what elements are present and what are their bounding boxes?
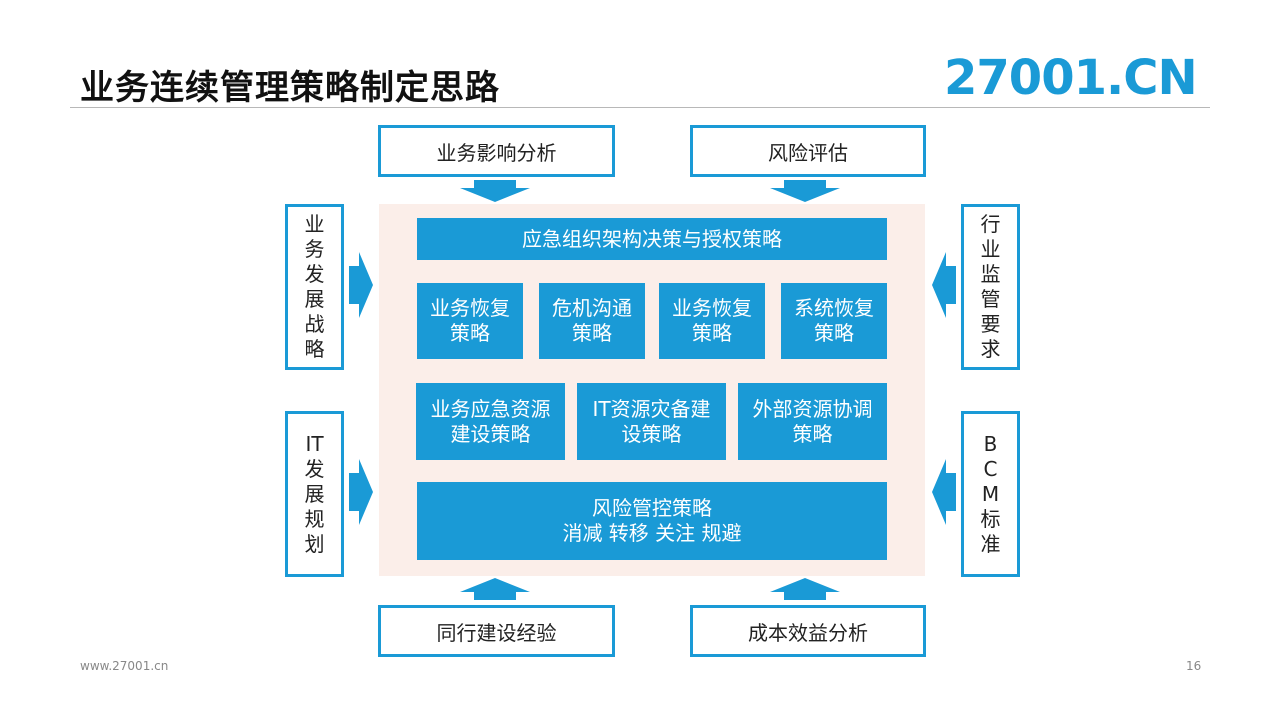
strategy-label: 系统恢复 策略 (794, 296, 874, 345)
input-box-peer-experience: 同行建设经验 (378, 605, 615, 657)
input-box-it-plan: IT发展规划 (285, 411, 344, 577)
input-label: BCM标准 (980, 431, 1001, 556)
strategy-label: 风险管控策略 消减 转移 关注 规避 (562, 496, 742, 545)
strategy-risk-control: 风险管控策略 消减 转移 关注 规避 (417, 482, 887, 560)
input-box-business-strategy: 业务发展战略 (285, 204, 344, 370)
arrow-down-icon (770, 180, 840, 202)
arrow-left-icon (932, 459, 956, 525)
input-label: 成本效益分析 (748, 620, 868, 645)
arrow-right-icon (349, 459, 373, 525)
input-box-bcm-standard: BCM标准 (961, 411, 1020, 577)
input-label: 同行建设经验 (436, 620, 557, 645)
strategy-label: 应急组织架构决策与授权策略 (522, 226, 782, 251)
strategy-label: 业务恢复 策略 (430, 296, 510, 345)
page-title: 业务连续管理策略制定思路 (80, 68, 500, 108)
page-number: 16 (1186, 659, 1202, 673)
input-label: IT发展规划 (304, 431, 325, 556)
arrow-up-icon (770, 578, 840, 600)
input-label: 风险评估 (768, 140, 848, 165)
input-box-cost-benefit-analysis: 成本效益分析 (690, 605, 926, 657)
strategy-label: 外部资源协调 策略 (752, 396, 873, 446)
strategy-resource-2: IT资源灾备建 设策略 (577, 383, 726, 460)
strategy-governance: 应急组织架构决策与授权策略 (417, 218, 887, 260)
arrow-up-icon (460, 578, 530, 600)
arrow-left-icon (932, 252, 956, 318)
strategy-label: 危机沟通 策略 (552, 296, 632, 345)
strategy-recovery-1: 业务恢复 策略 (417, 283, 523, 359)
strategy-recovery-3: 业务恢复 策略 (659, 283, 765, 359)
brand-logo: 27001.CN (944, 50, 1198, 106)
input-label: 业务影响分析 (436, 140, 557, 165)
input-box-risk-assessment: 风险评估 (690, 125, 926, 177)
input-label: 业务发展战略 (304, 212, 325, 361)
strategy-label: 业务恢复 策略 (672, 296, 752, 345)
strategy-resource-3: 外部资源协调 策略 (738, 383, 887, 460)
strategy-recovery-2: 危机沟通 策略 (539, 283, 645, 359)
strategy-label: 业务应急资源 建设策略 (430, 396, 551, 446)
input-box-business-impact-analysis: 业务影响分析 (378, 125, 615, 177)
title-divider (70, 107, 1210, 108)
input-label: 行业监管要求 (980, 212, 1001, 361)
footer-website: www.27001.cn (80, 659, 169, 673)
input-box-regulatory-requirements: 行业监管要求 (961, 204, 1020, 370)
strategy-label: IT资源灾备建 设策略 (592, 396, 711, 446)
arrow-down-icon (460, 180, 530, 202)
strategy-recovery-4: 系统恢复 策略 (781, 283, 887, 359)
strategy-resource-1: 业务应急资源 建设策略 (416, 383, 565, 460)
arrow-right-icon (349, 252, 373, 318)
